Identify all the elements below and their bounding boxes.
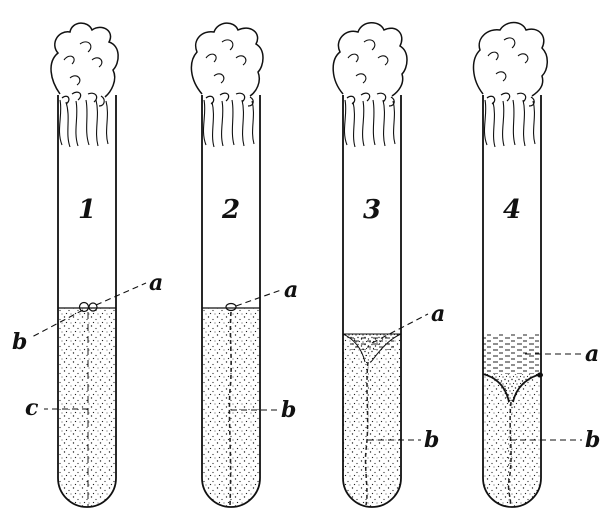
label-1-b: b (12, 329, 27, 355)
cotton-plug (474, 23, 548, 148)
tube-number-2: 2 (221, 195, 240, 225)
test-tube-4 (474, 23, 550, 519)
label-4-b: b (585, 427, 600, 453)
test-tube-1 (50, 23, 130, 518)
label-4-a: a (585, 341, 599, 367)
test-tube-3 (333, 23, 410, 518)
medium-fill (50, 308, 130, 518)
tube-number-1: 1 (78, 195, 96, 225)
cotton-plug (333, 23, 407, 147)
tube-number-3: 3 (363, 195, 381, 225)
tube-number-4: 4 (503, 195, 521, 225)
label-3-a: a (431, 301, 445, 327)
label-1-c: c (25, 395, 39, 421)
label-2-a: a (284, 277, 298, 303)
label-2-b: b (281, 397, 296, 423)
test-tube-2 (191, 23, 274, 518)
label-1-a: a (149, 270, 163, 296)
cotton-plug (51, 23, 118, 147)
label-3-b: b (424, 427, 439, 453)
medium-fill (194, 308, 274, 518)
